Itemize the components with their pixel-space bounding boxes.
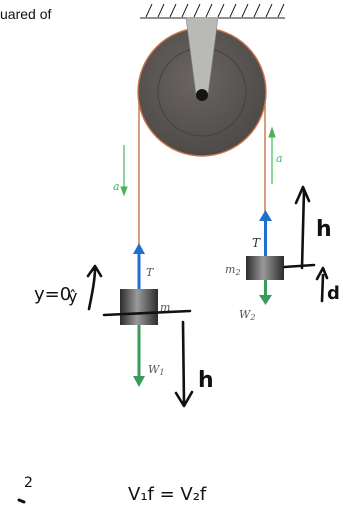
tension-label-right: T: [252, 236, 261, 250]
height-arrow-left: [174, 320, 194, 408]
handwritten-h-right: h: [316, 217, 332, 242]
tension-arrow-left: [133, 243, 145, 289]
y-axis-arrow: [86, 264, 103, 311]
tension-label-left: T: [146, 266, 155, 279]
accel-label-left: a: [113, 180, 120, 193]
reference-line-right: [282, 263, 316, 269]
mass-label-left: m: [160, 301, 170, 314]
handwritten-h-left: h: [198, 368, 214, 393]
acceleration-arrow-right: [268, 126, 276, 184]
weight-label-right: W2: [239, 308, 255, 322]
block-m1: [120, 289, 158, 325]
handwritten-annotations: [86, 185, 329, 408]
handwritten-mark: [17, 498, 26, 504]
weight-arrow-right: [259, 280, 272, 305]
tension-arrow-right: [259, 210, 272, 257]
mass-label-right: m2: [225, 263, 241, 277]
d-arrow: [315, 266, 329, 303]
pulley-axle: [196, 89, 208, 101]
weight-arrow-left: [133, 325, 145, 387]
cropped-header-text: uared of: [0, 6, 52, 22]
handwritten-d: d: [327, 283, 340, 304]
block-m2: [246, 256, 284, 280]
handwritten-squared: 2: [24, 475, 33, 491]
weight-label-left: W1: [148, 363, 164, 377]
handwritten-velocity-equation: V₁f = V₂f: [128, 484, 207, 505]
reference-line-left: [102, 309, 192, 317]
accel-label-right: a: [276, 152, 283, 165]
height-arrow-right: [294, 185, 311, 270]
handwritten-y-origin: y=0: [34, 284, 71, 305]
pulley-support: [185, 17, 219, 95]
acceleration-arrow-left: [120, 145, 128, 197]
ceiling: [140, 3, 285, 19]
handwritten-y-hat: ŷ: [68, 287, 77, 306]
